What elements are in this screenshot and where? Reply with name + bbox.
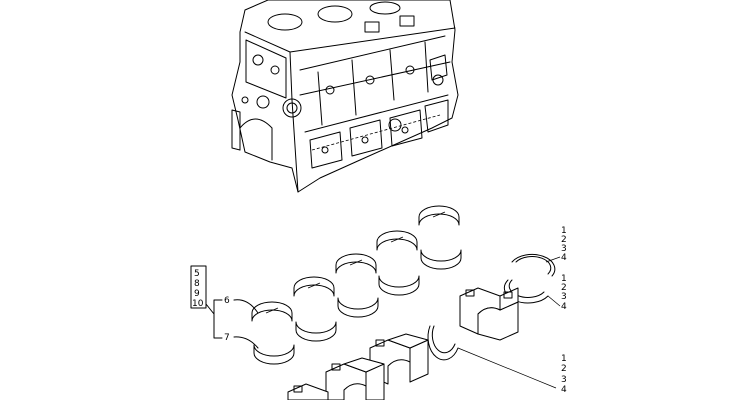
bearing-cap [369, 333, 429, 385]
ring-upper-b-4: 4 [561, 302, 567, 312]
group-callout-box: 5 8 9 10 [190, 265, 223, 339]
upper-shell [335, 253, 377, 274]
ring-lower-2: 2 [561, 364, 567, 374]
callout-7-label: 7 [224, 333, 230, 343]
ring-upper-a-1: 1 [561, 226, 567, 236]
lower-shell [420, 249, 462, 270]
group-callout-8: 8 [194, 279, 200, 289]
group-callout-9: 9 [194, 289, 200, 299]
lower-shell [378, 275, 420, 296]
upper-shell [251, 301, 293, 322]
group-callout-10: 10 [192, 299, 204, 309]
ring-upper-a-4: 4 [561, 253, 567, 263]
upper-shell [418, 205, 460, 226]
engine-block [231, 0, 459, 193]
callout-6-label: 6 [224, 296, 230, 306]
main-bearing-shells [251, 205, 462, 365]
callout-ring-upper-a: 1 2 3 4 [545, 226, 567, 263]
bearing-cap [325, 357, 385, 401]
main-bearing-caps [287, 287, 519, 401]
ring-upper-b-1: 1 [561, 274, 567, 284]
callout-ring-upper-b: 1 2 3 4 [547, 274, 567, 312]
callout-ring-lower: 1 2 3 4 [457, 347, 567, 395]
ring-lower-1: 1 [561, 354, 567, 364]
upper-shell [293, 276, 335, 297]
callout-7: 7 [224, 333, 259, 349]
callout-6: 6 [224, 296, 259, 314]
bearing-cap [287, 383, 329, 401]
lower-shell [253, 344, 295, 365]
ring-upper-b-2: 2 [561, 283, 567, 293]
bearing-cap [459, 287, 519, 341]
lower-shell [337, 297, 379, 318]
ring-lower-4: 4 [561, 385, 567, 395]
ring-lower-3: 3 [561, 375, 567, 385]
ring-upper-a-2: 2 [561, 235, 567, 245]
ring-upper-a-3: 3 [561, 244, 567, 254]
lower-shell [295, 321, 337, 342]
upper-shell [376, 230, 418, 251]
ring-upper-b-3: 3 [561, 292, 567, 302]
group-callout-5: 5 [194, 269, 200, 279]
